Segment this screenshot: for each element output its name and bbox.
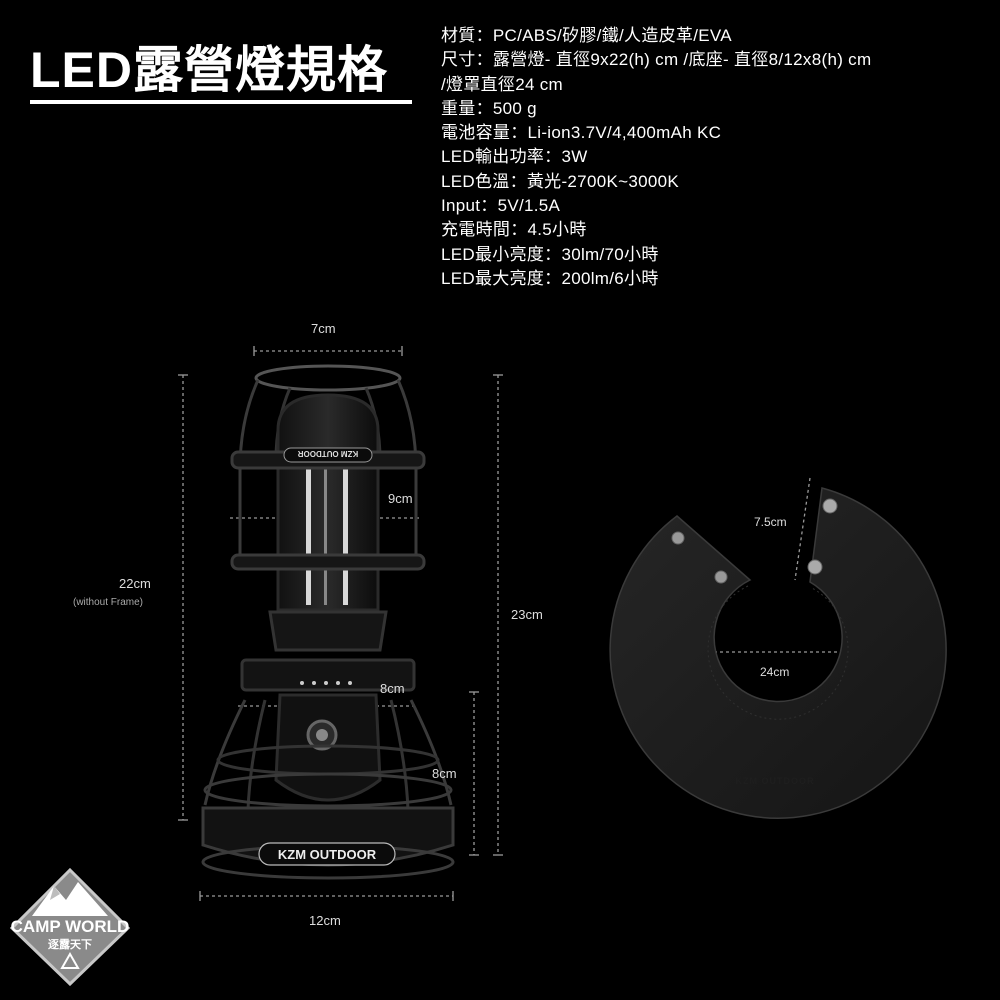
dim-total-height: 23cm — [511, 607, 543, 622]
spec-size-shade: /燈罩直徑24 cm — [441, 74, 564, 94]
upper-brand-plate: KZM OUTDOOR — [283, 447, 373, 463]
lantern — [201, 364, 455, 880]
dim-body-width: 9cm — [388, 491, 413, 506]
shade-brand-text: KZM OUTDOOR — [736, 776, 815, 786]
dim-height-no-frame: 22cm — [119, 576, 151, 591]
dim-shade-diameter: 24cm — [760, 665, 790, 679]
leather-shade: KZM OUTDOOR — [609, 487, 947, 819]
snap-button — [671, 531, 685, 545]
spec-weight: 重量：500 g — [441, 98, 537, 118]
upper-brand-text: KZM OUTDOOR — [298, 449, 359, 458]
spec-charge-time: 充電時間：4.5小時 — [441, 220, 587, 240]
spec-min-brightness: LED最小亮度：30lm/70小時 — [441, 244, 659, 264]
spec-max-brightness: LED最大亮度：200lm/6小時 — [441, 268, 659, 288]
dim-line-shade-opening — [794, 477, 811, 581]
spec-input: Input：5V/1.5A — [441, 196, 561, 216]
page-title: LED露營燈規格 — [30, 42, 388, 98]
spec-battery: 電池容量：Li-ion3.7V/4,400mAh KC — [441, 123, 722, 143]
logo-text: CAMP WORLD — [11, 917, 130, 936]
title-underline — [30, 100, 412, 104]
camp-world-logo: CAMP WORLD 逐露天下 — [10, 868, 130, 986]
spec-list: 材質：PC/ABS/矽膠/鐵/人造皮革/EVA 尺寸：露營燈- 直徑9x22(h… — [441, 24, 981, 291]
snap-button — [807, 559, 823, 575]
base-brand-plate: KZM OUTDOOR — [258, 842, 396, 866]
base-brand-text: KZM OUTDOOR — [278, 847, 377, 862]
dim-frame-width: 12cm — [309, 913, 341, 928]
dim-shade-opening: 7.5cm — [754, 515, 787, 529]
dim-height-note: (without Frame) — [73, 597, 144, 608]
snap-button — [822, 498, 838, 514]
spec-power: LED輸出功率：3W — [441, 147, 588, 167]
spec-material: 材質：PC/ABS/矽膠/鐵/人造皮革/EVA — [441, 26, 732, 45]
snap-button — [714, 570, 728, 584]
dim-base-height: 8cm — [432, 766, 457, 781]
dim-top-width: 7cm — [311, 321, 336, 336]
battery-indicator-dots — [300, 681, 352, 685]
dim-base-width: 8cm — [380, 681, 405, 696]
logo-subtext: 逐露天下 — [48, 938, 92, 951]
spec-color-temp: LED色溫：黃光-2700K~3000K — [441, 171, 679, 191]
spec-size: 尺寸：露營燈- 直徑9x22(h) cm /底座- 直徑8/12x8(h) cm — [441, 50, 872, 70]
